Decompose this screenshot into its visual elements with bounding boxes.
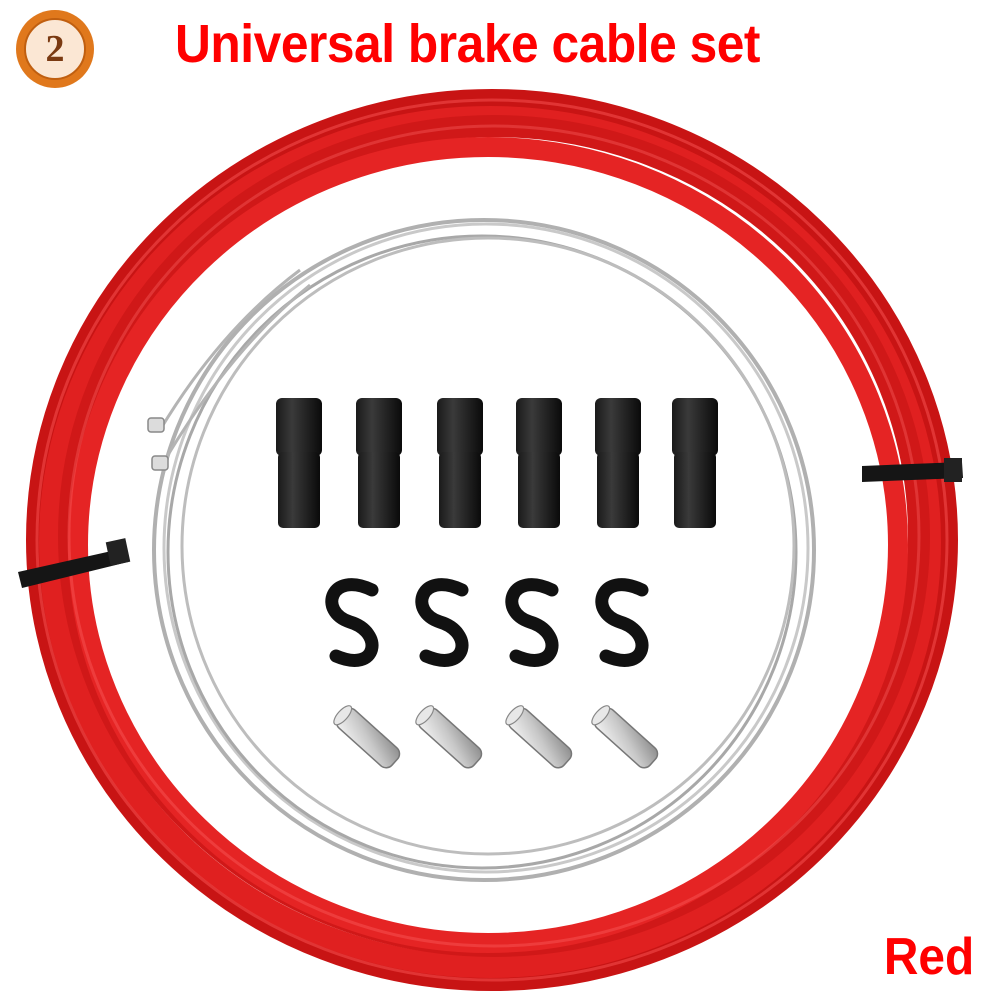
end-cap	[591, 705, 659, 769]
cable-housing-coil	[26, 89, 958, 991]
cable-tie-left	[18, 538, 131, 588]
ferrule	[356, 398, 402, 528]
number-badge-icon	[16, 10, 94, 88]
end-cap	[333, 705, 401, 769]
cable-tie-right	[862, 458, 963, 482]
ferrule	[437, 398, 483, 528]
ferrule	[672, 398, 718, 528]
ferrule	[276, 398, 322, 528]
badge-number: 2	[45, 28, 65, 70]
color-variant-label: Red	[883, 928, 974, 986]
end-caps	[333, 705, 659, 769]
s-hook	[325, 578, 379, 667]
end-cap	[415, 705, 483, 769]
s-hook	[595, 578, 649, 667]
ferrules	[276, 398, 718, 528]
ferrule	[595, 398, 641, 528]
s-hooks	[325, 578, 649, 667]
inner-cable-coil	[147, 218, 816, 882]
s-hook	[505, 578, 559, 667]
product-title: Universal brake cable set	[175, 14, 761, 74]
ferrule	[516, 398, 562, 528]
end-cap	[505, 705, 573, 769]
s-hook	[415, 578, 469, 667]
